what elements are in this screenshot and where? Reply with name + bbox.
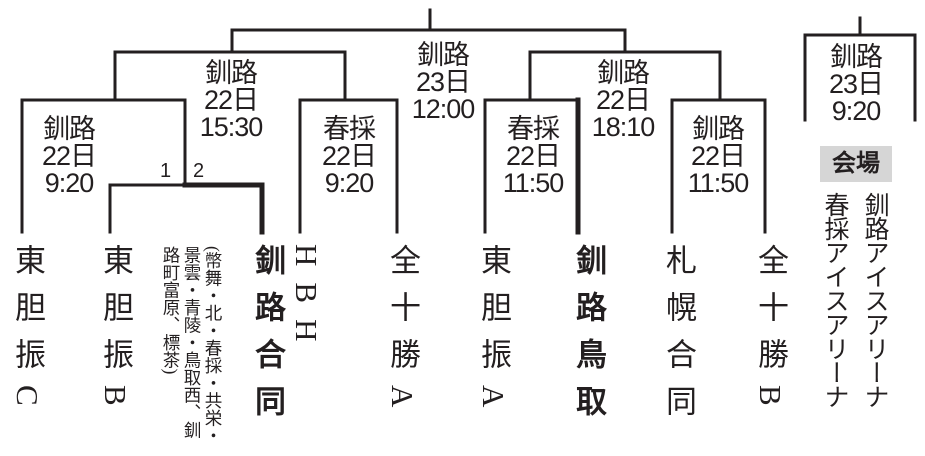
kushiro-joint-note: (幣舞・北・春採・共栄・景雲・青陵・鳥取西、釧路町富原、標茶) <box>161 246 223 445</box>
seed-number-1: 1 <box>160 160 172 182</box>
team-zen-tokachi-a: 全十勝A <box>385 244 420 424</box>
extra-bracket <box>803 16 917 122</box>
semi-right-bracket <box>528 50 722 102</box>
r1-sapporo-bracket <box>670 98 767 234</box>
team-hbh: HBH <box>289 244 324 358</box>
team-sapporo-joint: 札幌合同 <box>661 244 696 432</box>
time: 9:20 <box>831 96 882 126</box>
date: 22日 <box>505 141 561 171</box>
match-label-final: 釧路 23日 12:00 <box>398 42 488 123</box>
time: 11:50 <box>502 168 565 198</box>
date: 23日 <box>415 67 471 97</box>
time: 11:50 <box>687 168 750 198</box>
r1-left-bracket <box>20 98 187 234</box>
r1-hbh-bracket <box>298 98 399 234</box>
venue: 釧路 <box>830 42 883 72</box>
date: 22日 <box>321 141 377 171</box>
match-label-extra: 釧路 23日 9:20 <box>815 44 897 125</box>
r1-tottori-bracket <box>483 98 580 234</box>
team-higashi-iburi-c: 東胆振C <box>10 244 45 422</box>
date: 22日 <box>690 141 746 171</box>
kushiro-joint-path <box>182 182 265 235</box>
match-label-r1-sapporo: 釧路 22日 11:50 <box>677 116 759 197</box>
venue: 春採 <box>323 114 376 144</box>
venue-harutori-ice-arena: 春採アイスアリーナ <box>821 192 849 408</box>
time: 9:20 <box>324 168 375 198</box>
date: 22日 <box>41 141 97 171</box>
venue: 春採 <box>507 114 560 144</box>
venue: 釧路 <box>597 58 650 88</box>
date: 22日 <box>595 85 651 115</box>
match-label-semi-left: 釧路 22日 15:30 <box>190 60 272 141</box>
date: 23日 <box>828 69 884 99</box>
venue: 釧路 <box>692 114 745 144</box>
time: 15:30 <box>199 112 264 142</box>
time: 9:20 <box>44 168 95 198</box>
team-higashi-iburi-a: 東胆振A <box>476 244 511 424</box>
venue: 釧路 <box>417 40 470 70</box>
team-zen-tokachi-b: 全十勝B <box>753 244 788 422</box>
match-label-semi-right: 釧路 22日 18:10 <box>582 60 664 141</box>
time: 12:00 <box>411 94 476 124</box>
team-kushiro-joint: 釧路合同 <box>250 244 285 432</box>
semi-left-bracket <box>113 50 347 102</box>
date: 22日 <box>203 85 259 115</box>
venue: 釧路 <box>205 58 258 88</box>
time: 18:10 <box>591 112 656 142</box>
team-kushiro-tottori: 釧路鳥取 <box>571 244 606 432</box>
seed-number-2: 2 <box>193 160 205 182</box>
r1-sub-bracket <box>108 183 187 234</box>
match-label-r1-hbh: 春採 22日 9:20 <box>308 116 390 197</box>
venue-heading: 会場 <box>820 146 892 182</box>
venue: 釧路 <box>43 114 96 144</box>
venue-kushiro-ice-arena: 釧路アイスアリーナ <box>861 192 889 408</box>
match-label-r1-tottori: 春採 22日 11:50 <box>492 116 574 197</box>
final-bracket <box>230 28 627 54</box>
match-label-r1-left: 釧路 22日 9:20 <box>28 116 110 197</box>
team-higashi-iburi-b: 東胆振B <box>98 244 133 422</box>
